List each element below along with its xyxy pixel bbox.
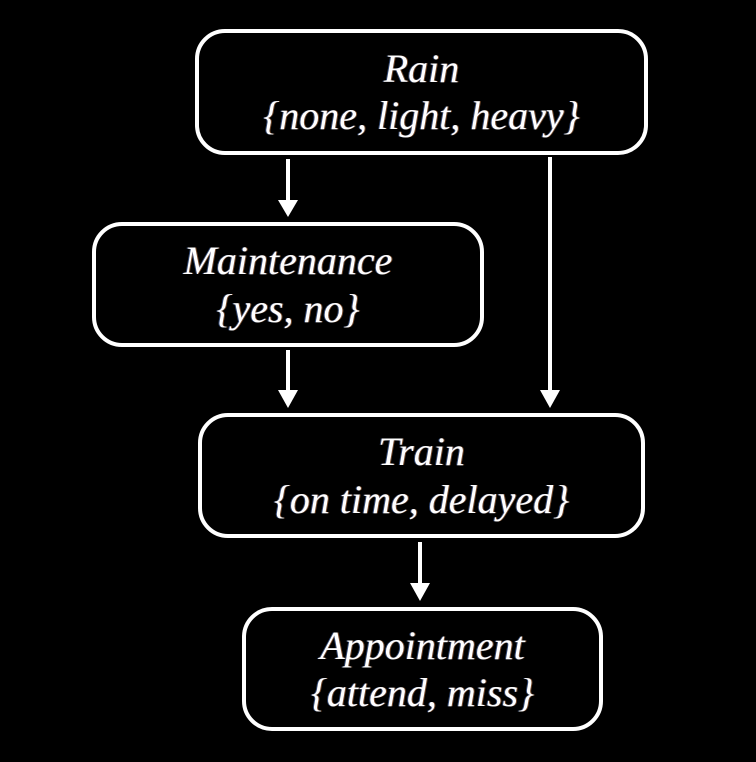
node-rain-label: Rain (383, 45, 460, 91)
node-appointment-domain: {attend, miss} (310, 670, 535, 715)
node-maintenance: Maintenance {yes, no} (92, 222, 484, 347)
node-maintenance-domain: {yes, no} (216, 285, 360, 331)
node-rain-domain: {none, light, heavy} (263, 93, 580, 138)
node-maintenance-label: Maintenance (183, 238, 393, 284)
node-rain: Rain {none, light, heavy} (195, 29, 648, 155)
node-appointment: Appointment {attend, miss} (242, 607, 603, 731)
edge-rain-to-train-arrow (540, 157, 560, 408)
node-appointment-label: Appointment (320, 622, 525, 668)
edge-rain-to-maintenance-arrow (278, 159, 298, 217)
edge-train-to-appointment-arrow (410, 542, 430, 601)
node-train-label: Train (378, 429, 465, 475)
node-train-domain: {on time, delayed} (273, 476, 570, 522)
edge-maintenance-to-train-arrow (278, 350, 298, 408)
node-train: Train {on time, delayed} (198, 413, 645, 538)
